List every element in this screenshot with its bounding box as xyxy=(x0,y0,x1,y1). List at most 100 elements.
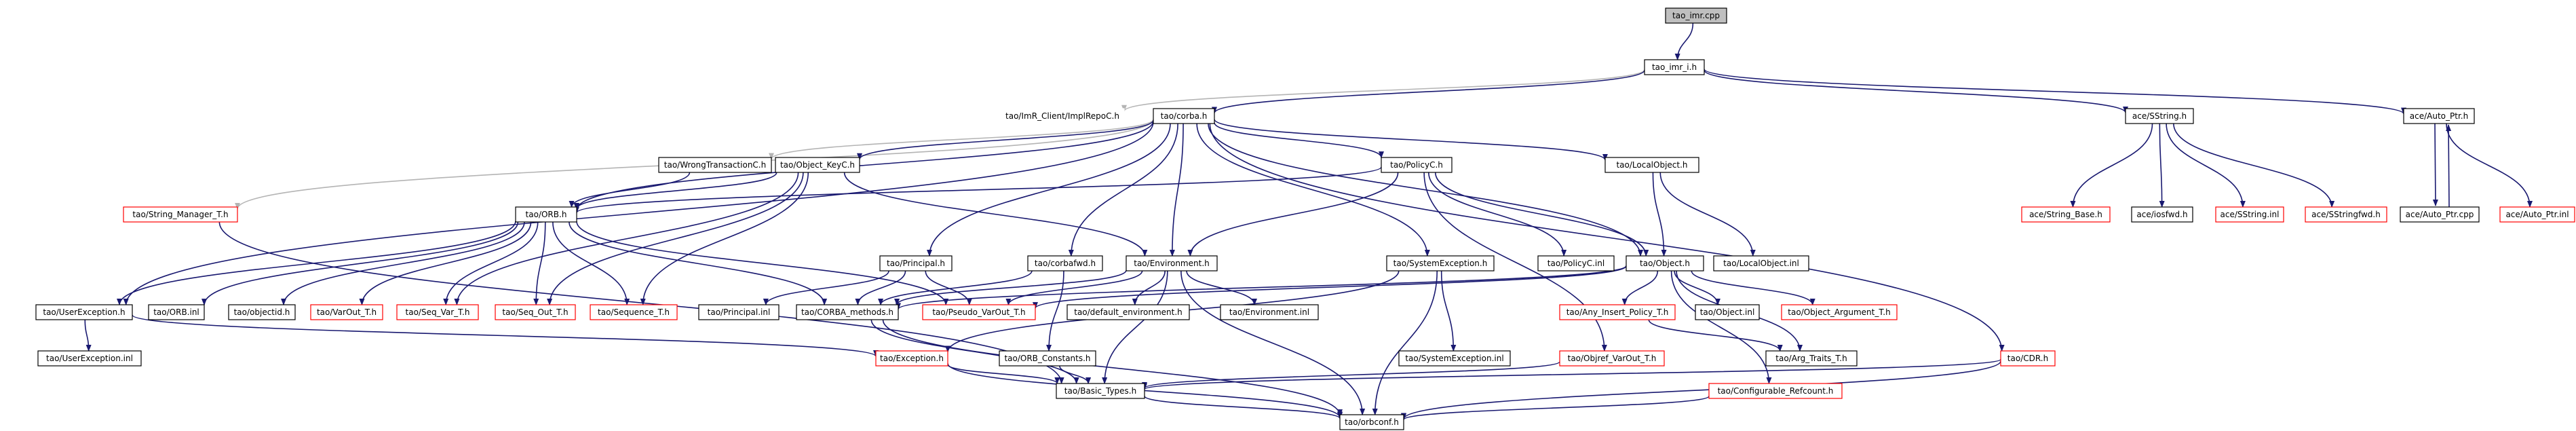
node-tao_imr_cpp[interactable]: tao_imr.cpp xyxy=(1665,7,1727,24)
node-seq_var_t[interactable]: tao/Seq_Var_T.h xyxy=(396,304,479,320)
node-ace_sstringfwd[interactable]: ace/SStringfwd.h xyxy=(2305,206,2387,223)
edge-orb_h-to-seq_out_t xyxy=(533,221,546,305)
edge-object_h-to-corba_methods xyxy=(896,265,1627,310)
node-cdr_h[interactable]: tao/CDR.h xyxy=(2000,350,2056,367)
node-principal_h[interactable]: tao/Principal.h xyxy=(879,255,953,271)
node-basic_types[interactable]: tao/Basic_Types.h xyxy=(1056,383,1145,399)
node-corbafwd_h[interactable]: tao/corbafwd.h xyxy=(1027,255,1103,271)
node-box xyxy=(922,304,1036,320)
node-localobject_h[interactable]: tao/LocalObject.h xyxy=(1604,157,1699,173)
edge-tao_imr_i_h-to-ace_auto_ptr_h xyxy=(1704,69,2406,115)
node-userexception_h[interactable]: tao/UserException.h xyxy=(35,304,133,320)
node-ace_sstring_inl[interactable]: ace/SString.inl xyxy=(2215,206,2284,223)
node-imr_client: tao/ImR_Client/ImplRepoC.h xyxy=(1000,108,1125,124)
node-label: tao/Pseudo_VarOut_T.h xyxy=(932,307,1025,317)
node-policyc_h[interactable]: tao/PolicyC.h xyxy=(1381,157,1453,173)
node-box xyxy=(1604,157,1699,173)
node-label: ace/SStringfwd.h xyxy=(2311,210,2381,219)
edge-object_keyc-to-seq_out_t xyxy=(547,172,804,305)
node-label: tao/Any_Insert_Policy_T.h xyxy=(1566,307,1669,317)
edge-ace_sstring_h-to-ace_iosfwd xyxy=(2159,123,2165,208)
edge-corba_h-to-cdr_h xyxy=(1209,123,2005,352)
node-ace_auto_ptr_cpp[interactable]: ace/Auto_Ptr.cpp xyxy=(2400,206,2480,223)
node-seq_out_t[interactable]: tao/Seq_Out_T.h xyxy=(495,304,576,320)
node-pseudo_varout[interactable]: tao/Pseudo_VarOut_T.h xyxy=(922,304,1036,320)
node-tao_imr_i_h[interactable]: tao_imr_i.h xyxy=(1644,59,1705,75)
edge-policyc_h-to-policyc_inl xyxy=(1428,172,1567,257)
edge-corba_h-to-systemexception_h xyxy=(1196,123,1430,257)
node-label: tao/UserException.h xyxy=(43,307,125,317)
node-corba_h[interactable]: tao/corba.h xyxy=(1153,108,1215,124)
node-corba_methods[interactable]: tao/CORBA_methods.h xyxy=(796,304,899,320)
node-localobject_inl[interactable]: tao/LocalObject.inl xyxy=(1713,255,1809,271)
node-string_manager[interactable]: tao/String_Manager_T.h xyxy=(123,206,238,223)
node-varout_t[interactable]: tao/VarOut_T.h xyxy=(310,304,383,320)
edge-orb_h-to-orb_inl xyxy=(201,221,519,306)
node-orbconf_h[interactable]: tao/orbconf.h xyxy=(1339,414,1404,430)
edge-systemexception_h-to-systemexception_inl xyxy=(1440,270,1457,352)
node-label: tao/Exception.h xyxy=(880,354,944,363)
node-object_inl[interactable]: tao/Object.inl xyxy=(1695,304,1760,320)
edge-object_keyc-to-environment_h xyxy=(843,172,1148,257)
node-box xyxy=(2131,206,2193,223)
edge-userexception_h-to-userexception_inl xyxy=(84,319,92,352)
edge-corba_h-to-policyc_h xyxy=(1214,122,1384,159)
node-default_env[interactable]: tao/default_environment.h xyxy=(1066,304,1190,320)
node-label: tao/Object.h xyxy=(1640,259,1690,268)
edge-object_h-to-configurable_refcount xyxy=(1670,270,1772,384)
node-ace_string_base[interactable]: ace/String_Base.h xyxy=(2021,206,2111,223)
node-environment_h[interactable]: tao/Environment.h xyxy=(1126,255,1218,271)
node-principal_inl[interactable]: tao/Principal.inl xyxy=(698,304,780,320)
node-arg_traits[interactable]: tao/Arg_Traits_T.h xyxy=(1765,350,1858,367)
node-any_insert[interactable]: tao/Any_Insert_Policy_T.h xyxy=(1559,304,1676,320)
edge-cdr_h-to-orbconf_h xyxy=(1401,360,2001,420)
node-policyc_inl[interactable]: tao/PolicyC.inl xyxy=(1537,255,1615,271)
node-box xyxy=(2499,206,2575,223)
node-label: tao_imr_i.h xyxy=(1652,62,1697,72)
node-objref_varout[interactable]: tao/Objref_VarOut_T.h xyxy=(1559,350,1665,367)
node-object_argument[interactable]: tao/Object_Argument_T.h xyxy=(1781,304,1898,320)
node-label: ace/SString.h xyxy=(2132,111,2187,121)
node-label: tao/Environment.inl xyxy=(1229,307,1309,317)
node-configurable_refcount[interactable]: tao/Configurable_Refcount.h xyxy=(1708,383,1843,399)
node-label: tao/default_environment.h xyxy=(1074,307,1183,317)
node-exception_h[interactable]: tao/Exception.h xyxy=(875,350,948,367)
node-systemexception_h[interactable]: tao/SystemException.h xyxy=(1386,255,1495,271)
node-orb_inl[interactable]: tao/ORB.inl xyxy=(148,304,205,320)
node-label: tao/PolicyC.h xyxy=(1390,160,1443,170)
node-ace_iosfwd[interactable]: ace/iosfwd.h xyxy=(2131,206,2193,223)
node-systemexception_inl[interactable]: tao/SystemException.inl xyxy=(1398,350,1511,367)
node-orb_h[interactable]: tao/ORB.h xyxy=(515,206,577,223)
edge-object_h-to-object_argument xyxy=(1691,270,1815,305)
edge-systemexception_h-to-orbconf_h xyxy=(1372,270,1438,415)
node-orb_constants[interactable]: tao/ORB_Constants.h xyxy=(999,350,1096,367)
node-userexception_inl[interactable]: tao/UserException.inl xyxy=(37,350,142,367)
edge-object_keyc-to-sequence_t xyxy=(640,172,809,305)
edge-orb_h-to-pseudo_varout xyxy=(576,221,949,305)
edge-ace_sstring_h-to-ace_sstring_inl xyxy=(2166,123,2246,208)
node-layer: tao_imr.cpp tao_imr_i.h tao/ImR_Client/Imp… xyxy=(35,7,2575,430)
node-label: tao/Basic_Types.h xyxy=(1064,386,1136,396)
node-wrong_tx[interactable]: tao/WrongTransactionC.h xyxy=(658,157,772,173)
node-sequence_t[interactable]: tao/Sequence_T.h xyxy=(590,304,678,320)
node-box xyxy=(999,350,1096,367)
node-label: tao/UserException.inl xyxy=(46,354,133,363)
node-box xyxy=(590,304,678,320)
edge-orb_h-to-objectid_h xyxy=(281,221,525,305)
edge-corba_h-to-object_keyc xyxy=(857,119,1154,160)
node-box xyxy=(658,157,772,173)
node-environment_inl[interactable]: tao/Environment.inl xyxy=(1220,304,1319,320)
node-objectid_h[interactable]: tao/objectid.h xyxy=(228,304,296,320)
node-label: ace/Auto_Ptr.h xyxy=(2410,111,2468,121)
edge-orb_h-to-sequence_t xyxy=(552,221,630,305)
node-object_h[interactable]: tao/Object.h xyxy=(1626,255,1704,271)
edge-environment_h-to-orbconf_h xyxy=(1180,270,1366,415)
edge-any_insert-to-arg_traits xyxy=(1648,319,1783,352)
node-ace_auto_ptr_h[interactable]: ace/Auto_Ptr.h xyxy=(2403,108,2475,124)
node-ace_sstring_h[interactable]: ace/SString.h xyxy=(2125,108,2194,124)
node-label: tao/Objref_VarOut_T.h xyxy=(1568,354,1657,363)
node-object_keyc[interactable]: tao/Object_KeyC.h xyxy=(775,157,860,173)
edge-corba_h-to-localobject_h xyxy=(1214,119,1608,161)
node-label: tao/VarOut_T.h xyxy=(317,307,377,317)
node-ace_auto_ptr_inl[interactable]: ace/Auto_Ptr.inl xyxy=(2499,206,2575,223)
